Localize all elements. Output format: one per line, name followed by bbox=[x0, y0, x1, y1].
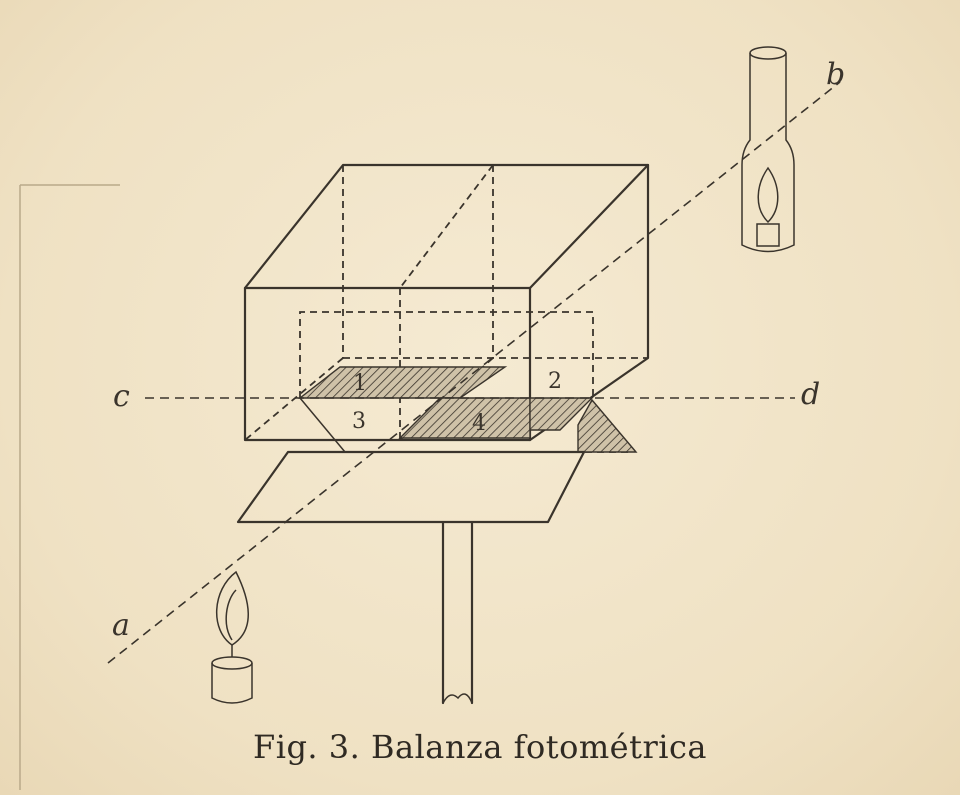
figure-caption: Fig. 3. Balanza fotométrica bbox=[253, 728, 707, 766]
label-region-4: 4 bbox=[472, 411, 486, 436]
label-region-3: 3 bbox=[352, 409, 366, 434]
sight-line-a-b bbox=[107, 81, 841, 664]
box-hidden-edges bbox=[244, 164, 648, 453]
plate-border bbox=[19, 184, 120, 790]
lamp-icon bbox=[741, 46, 795, 253]
candle-icon bbox=[211, 570, 253, 704]
platform-tray bbox=[236, 450, 586, 524]
label-c: c bbox=[113, 379, 130, 414]
stand-post bbox=[441, 521, 474, 705]
label-b: b bbox=[826, 57, 845, 92]
label-a: a bbox=[112, 608, 130, 643]
prism-lower-edge bbox=[299, 397, 346, 453]
hatched-region-4 bbox=[398, 397, 531, 439]
label-d: d bbox=[801, 377, 820, 412]
box-front-face bbox=[243, 286, 532, 442]
box-top-face bbox=[243, 163, 650, 290]
label-region-1: 1 bbox=[353, 371, 367, 396]
hatched-prism-side bbox=[577, 398, 638, 453]
label-region-2: 2 bbox=[548, 369, 562, 394]
